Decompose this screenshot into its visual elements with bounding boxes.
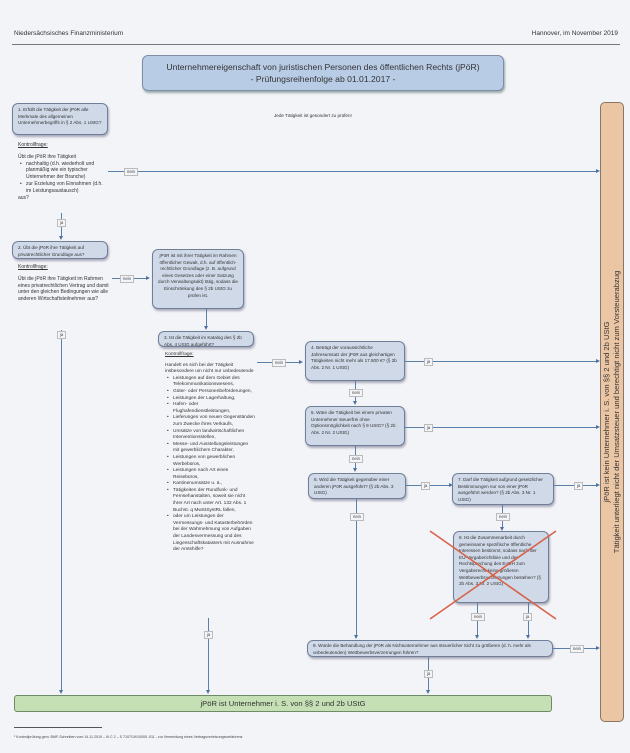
q1-control-outro: aus?	[18, 194, 29, 201]
label-yes: ja	[204, 631, 214, 639]
arrow-right-icon	[596, 169, 600, 173]
label-yes: ja	[424, 670, 434, 678]
question-3: 3. Ist die Tätigkeit im Katalog des § 2b…	[158, 331, 254, 347]
q3-control: Kontrollfrage: Handelt es sich bei der T…	[165, 352, 255, 554]
q3-control-item: Tätigkeiten der Rundfunk- und Fernsehans…	[167, 488, 255, 514]
label-no: nein	[120, 275, 134, 283]
arrow-down-icon	[426, 690, 430, 694]
arrow-right-icon	[596, 425, 600, 429]
header-rule	[12, 44, 620, 45]
q2-control-label: Kontrollfrage:	[18, 264, 48, 270]
arrow-down-icon	[59, 236, 63, 240]
title-line1: Unternehmereigenschaft von juristischen …	[166, 62, 480, 72]
q3-control-item: Lieferungen von neuen Gegenständen zum Z…	[167, 415, 255, 428]
result-no-line2: Tätigkeit unterliegt nicht der Umsatzste…	[612, 270, 621, 554]
connector-q2-yes	[61, 330, 62, 691]
arrow-down-icon	[204, 326, 208, 330]
connector-q4-yes	[405, 361, 596, 362]
label-yes: ja	[421, 482, 431, 490]
arrow-right-icon	[596, 483, 600, 487]
header-date: Hannover, im November 2019	[531, 30, 618, 37]
arrow-right-icon	[449, 483, 453, 487]
cross-line	[429, 530, 557, 620]
question-2: 2. Übt die jPöR ihre Tätigkeit auf priva…	[12, 241, 108, 259]
arrow-right-icon	[596, 359, 600, 363]
q3-control-item: Leistungen der Lagerhaltung,	[167, 396, 255, 403]
question-4: 4. Beträgt der voraussichtliche Jahresum…	[305, 341, 405, 381]
q3-control-item: Leistungen auf dem Gebiet des Telekommun…	[167, 376, 255, 389]
label-no: nein	[496, 513, 510, 521]
connector-q6-no	[356, 499, 357, 636]
arrow-down-icon	[206, 690, 210, 694]
result-no-line1: jPöR ist kein Unternehmer i. S. von §§ 2…	[602, 321, 611, 503]
q1-control-item: zur Erzielung von Einnahmen (d.h. im Lei…	[20, 181, 106, 195]
footnote-rule	[14, 727, 102, 728]
q3-control-item: Leistungen nach Art eines Reisebüros,	[167, 468, 255, 481]
q1-control-item: nachhaltig (d.h. wiederholt und planmäßi…	[20, 161, 106, 181]
q2-control: Kontrollfrage: Übt die jPöR ihre Tätigke…	[18, 264, 110, 303]
q3-control-item: oder um Leistungen der Vermessungs- und …	[167, 514, 255, 554]
title-box: Unternehmereigenschaft von juristischen …	[142, 55, 504, 91]
label-no: nein	[570, 645, 584, 653]
question-9: 9. Würde die Behandlung der jPöR als Nic…	[307, 640, 553, 657]
result-entrepreneur: jPöR ist Unternehmer i. S. von §§ 2 und …	[14, 695, 552, 712]
connector-q3-yes	[208, 618, 209, 691]
label-no: nein	[349, 455, 363, 463]
q3-control-label: Kontrollfrage:	[165, 352, 194, 357]
question-5: 5. Wäre die Tätigkeit bei einem privaten…	[305, 406, 405, 446]
question-1: 1. Erfüllt die Tätigkeit der jPöR alle M…	[12, 103, 108, 135]
q3-control-item: Hafen- oder Flughafendienstleistungen,	[167, 402, 255, 415]
note-each-activity: Jede Tätigkeit ist gesondert zu prüfen!	[274, 113, 352, 118]
footnote: ¹ Kontrollprüfung gem. BMF-Schreiben vom…	[14, 735, 243, 739]
q3-control-intro: Handelt es sich bei der Tätigkeit insbes…	[165, 362, 254, 375]
q3-control-item: Messe- und Ausstellungsleistungen mit ge…	[167, 442, 255, 455]
arrow-down-icon	[353, 401, 357, 405]
label-yes: ja	[424, 424, 434, 432]
label-yes: ja	[523, 613, 533, 621]
q3-control-item: Umsätze von landwirtschaftlichen Interve…	[167, 429, 255, 442]
result-not-entrepreneur-box	[600, 102, 624, 722]
info-box-public-law: jPöR ist mit ihrer Tätigkeit im Rahmen ö…	[152, 249, 244, 309]
label-no: nein	[124, 168, 138, 176]
result-not-entrepreneur: jPöR ist kein Unternehmer i. S. von §§ 2…	[602, 271, 622, 553]
q1-control-label: Kontrollfrage:	[18, 142, 48, 148]
result-yes-text: jPöR ist Unternehmer i. S. von §§ 2 und …	[200, 699, 366, 708]
arrow-right-icon	[146, 276, 150, 280]
connector-info-q3	[206, 309, 207, 327]
label-no: nein	[349, 389, 363, 397]
q1-control-intro: Übt die jPöR ihre Tätigkeit	[18, 153, 76, 160]
arrow-down-icon	[353, 468, 357, 472]
label-yes: ja	[57, 331, 67, 339]
arrow-down-icon	[526, 635, 530, 639]
question-6: 6. Wird die Tätigkeit gegenüber einer an…	[308, 473, 406, 499]
label-yes: ja	[574, 482, 584, 490]
arrow-down-icon	[500, 527, 504, 531]
q1-control: Kontrollfrage: Übt die jPöR ihre Tätigke…	[18, 142, 106, 201]
question-7: 7. Darf die Tätigkeit aufgrund gesetzlic…	[452, 473, 554, 505]
arrow-right-icon	[299, 360, 303, 364]
label-yes: ja	[57, 219, 67, 227]
label-no: nein	[272, 359, 286, 367]
cross-out-mark	[429, 530, 557, 620]
label-yes: ja	[424, 358, 434, 366]
label-no: nein	[350, 513, 364, 521]
q3-control-item: Güter- oder Personenbeförderungen,	[167, 389, 255, 396]
connector-q5-yes	[405, 427, 596, 428]
q2-control-text: Übt die jPöR ihre Tätigkeit im Rahmen ei…	[18, 275, 109, 303]
arrow-down-icon	[59, 690, 63, 694]
title-line2: - Prüfungsreihenfolge ab 01.01.2017 -	[250, 74, 396, 84]
arrow-down-icon	[354, 635, 358, 639]
q3-control-item: Leistungen von gewerblichen Werbebüros,	[167, 455, 255, 468]
connector-q1-no	[108, 171, 596, 172]
label-no: nein	[471, 613, 485, 621]
q3-control-item: Kantinenumsätze u. ä.,	[167, 481, 255, 488]
header-ministry: Niedersächsisches Finanzministerium	[14, 30, 124, 37]
arrow-right-icon	[596, 646, 600, 650]
arrow-down-icon	[475, 635, 479, 639]
